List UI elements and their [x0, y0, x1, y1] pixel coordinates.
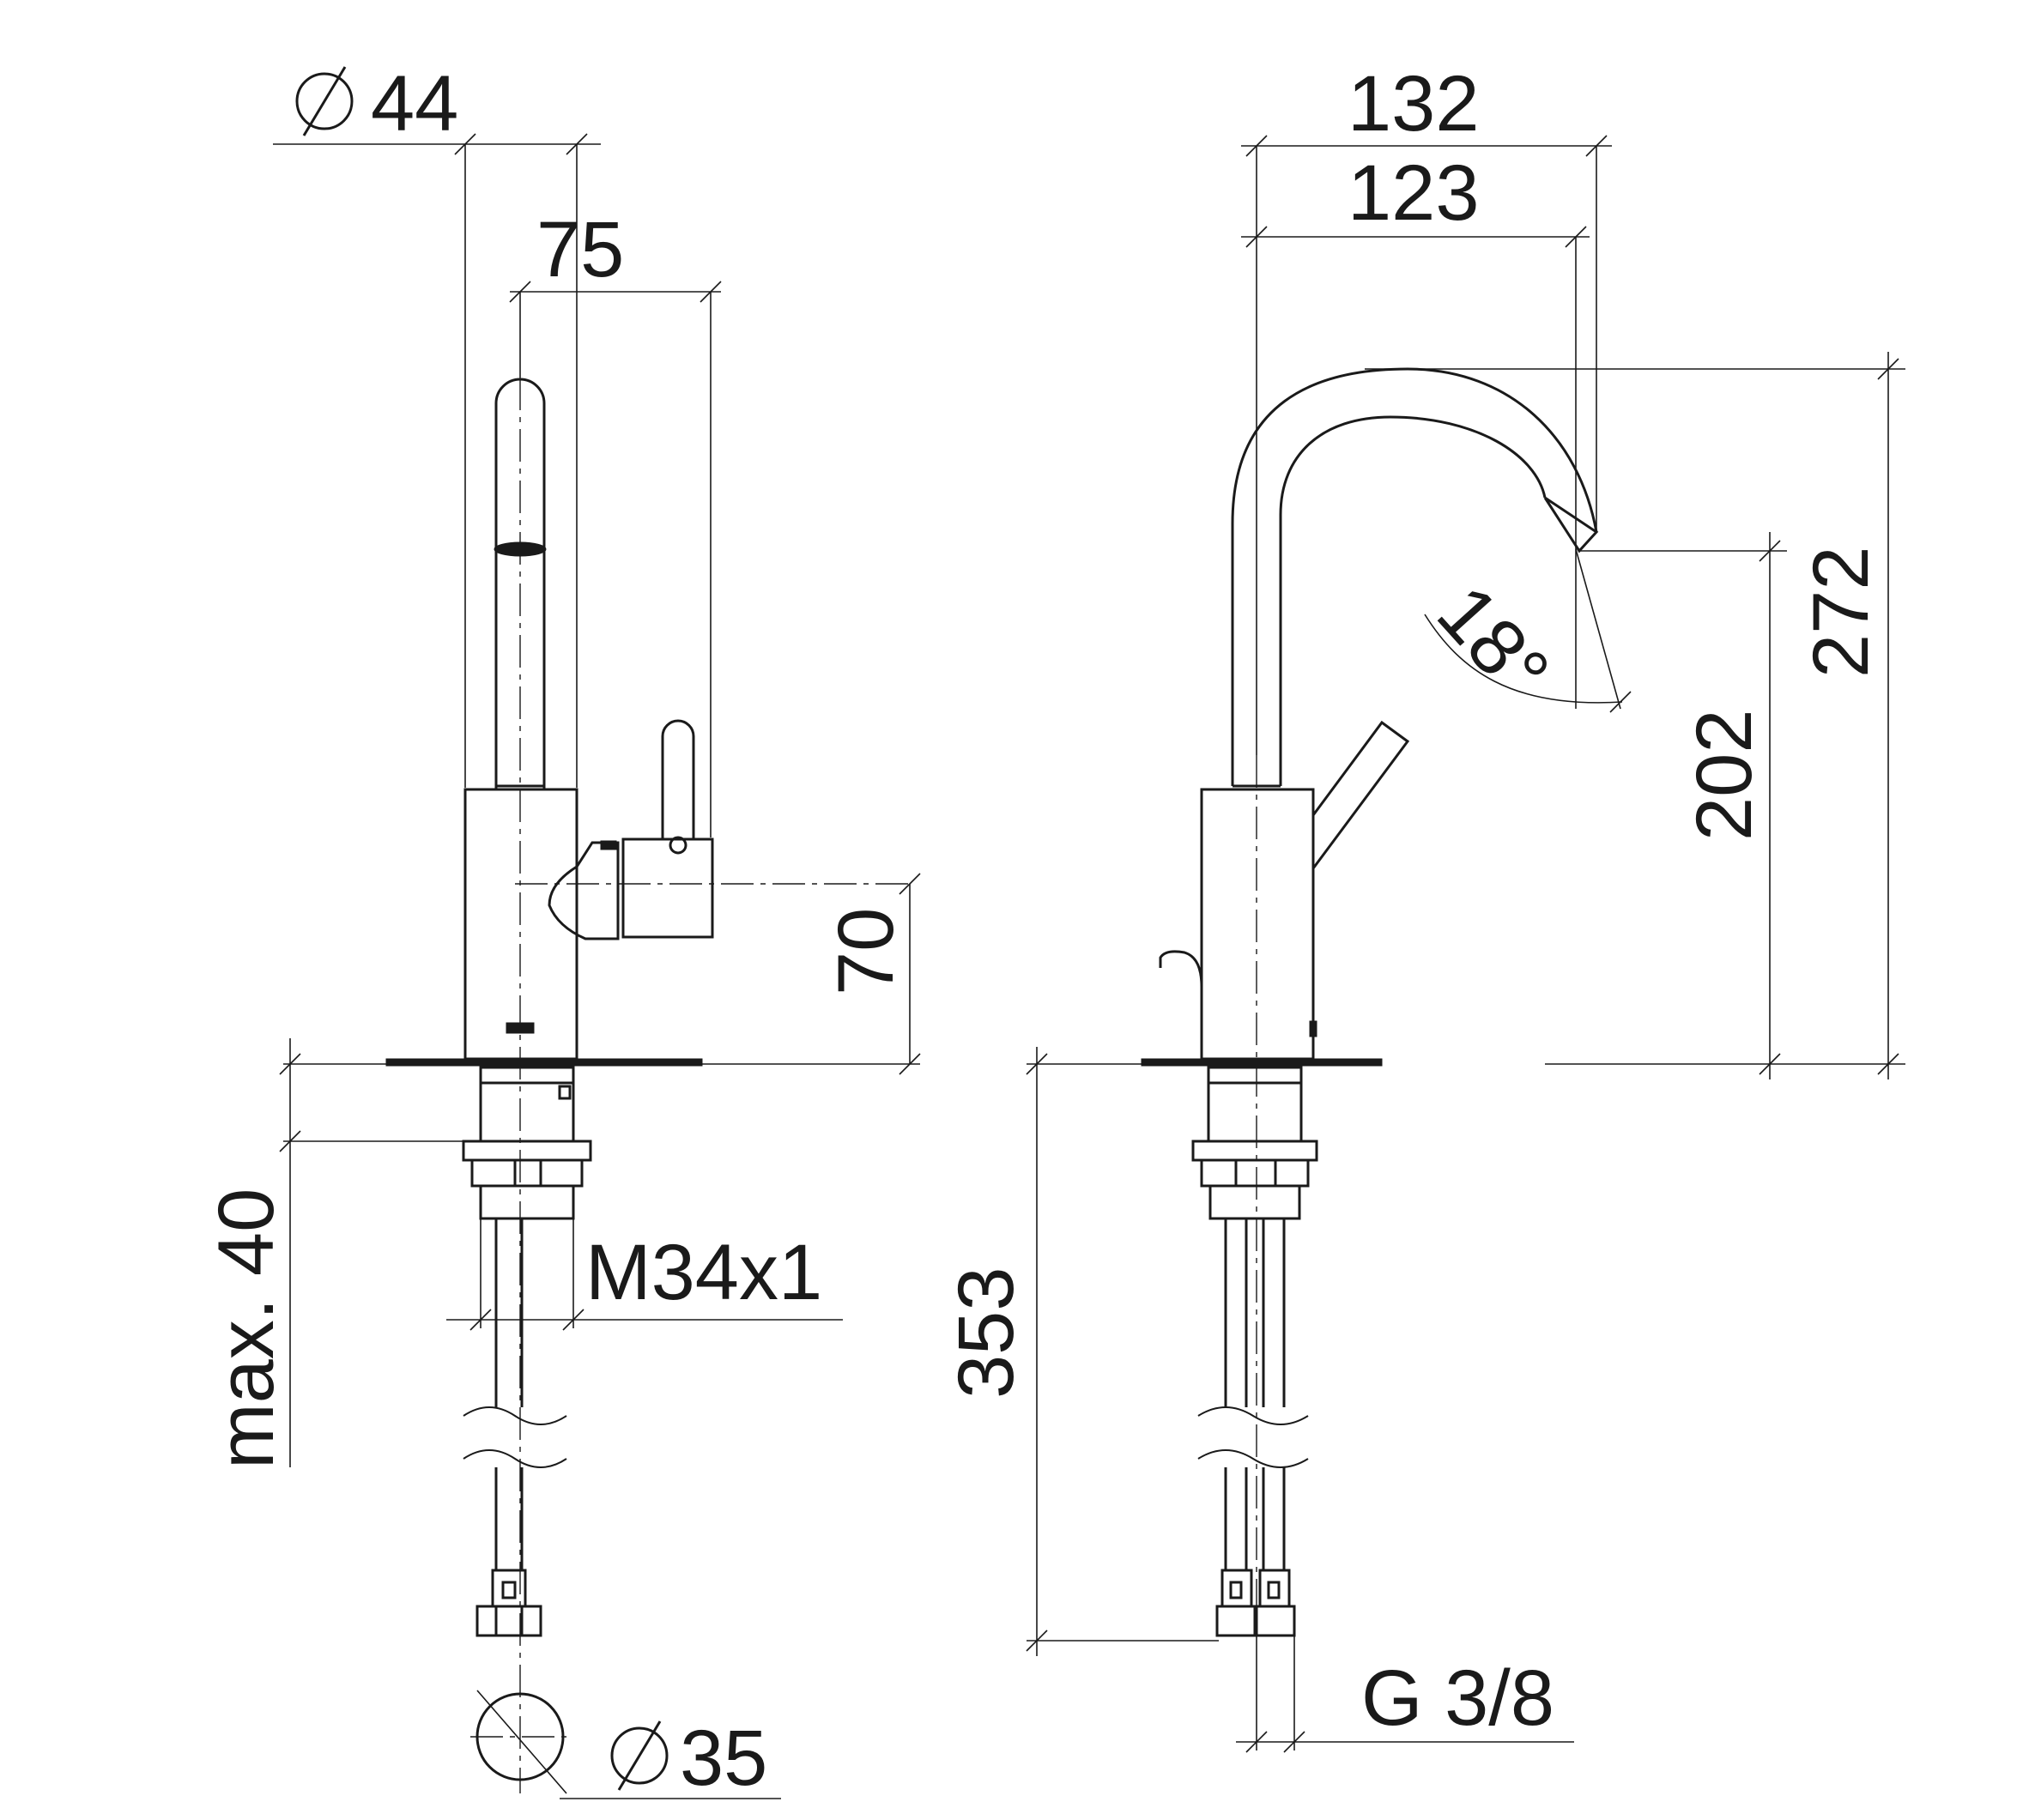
dim-diameter-35: 35	[680, 1714, 767, 1802]
dim-connection-g38: G 3/8	[1361, 1654, 1554, 1742]
side-view	[385, 378, 910, 1793]
side-dimensions: 44 75 70 max. 40 M34x1	[203, 60, 921, 1802]
side-thread	[479, 1184, 575, 1220]
front-nut	[1200, 1158, 1310, 1188]
front-spout-tip	[1543, 496, 1599, 553]
front-base-plate	[1141, 1058, 1383, 1067]
front-fitting-nut-left	[1215, 1605, 1257, 1637]
front-side-mark	[1309, 1020, 1317, 1037]
front-nut-ring	[1191, 1140, 1318, 1162]
dim-offset-75: 75	[536, 206, 624, 293]
front-body	[1200, 788, 1315, 1061]
front-fitting-left	[1220, 1569, 1253, 1608]
diameter-35-symbol-icon	[610, 1720, 669, 1791]
dim-reach-123: 123	[1348, 149, 1480, 237]
front-view	[1141, 367, 1599, 1637]
dim-max-40: max. 40	[203, 1188, 290, 1469]
dim-angle-18: 18°	[1420, 569, 1566, 717]
dim-height-272: 272	[1797, 547, 1885, 679]
dim-thread-m34x1: M34x1	[585, 1229, 822, 1316]
side-shank-ring	[479, 1066, 575, 1085]
front-shank	[1207, 1081, 1303, 1143]
side-fitting-window	[501, 1581, 517, 1599]
front-hose-left	[1224, 1218, 1248, 1570]
side-lever-handle-end	[669, 836, 687, 855]
front-dimensions: 132 123 272 202 18° 353	[942, 60, 1905, 1753]
side-body	[463, 788, 578, 1061]
dim-length-353: 353	[942, 1267, 1030, 1400]
dim-height-70: 70	[822, 908, 910, 995]
front-popup-rod	[1159, 950, 1203, 988]
side-lever-cap	[600, 840, 617, 850]
side-nut	[470, 1158, 584, 1188]
front-spout-inner	[1279, 415, 1547, 786]
side-nut-ring	[462, 1140, 592, 1162]
dim-reach-132: 132	[1348, 60, 1480, 148]
front-lever	[1311, 720, 1410, 869]
side-lever-housing	[548, 841, 620, 940]
side-shank-tab	[558, 1085, 572, 1100]
dim-diameter-44: 44	[371, 60, 458, 148]
front-fitting-right	[1258, 1569, 1291, 1608]
diameter-44-symbol-icon	[295, 66, 354, 136]
side-break-mark	[463, 1406, 567, 1468]
front-spout-outer	[1231, 367, 1598, 786]
side-hose	[494, 1218, 524, 1570]
side-fitting-nut	[475, 1605, 542, 1637]
front-hose-right	[1262, 1218, 1286, 1570]
side-base-plate	[385, 1058, 703, 1067]
front-break-mark	[1197, 1406, 1309, 1468]
side-lever-handle	[661, 719, 695, 839]
front-shank-ring	[1207, 1066, 1303, 1085]
front-fitting-nut-right	[1255, 1605, 1296, 1637]
side-lever-knob	[621, 837, 714, 939]
front-thread	[1208, 1184, 1301, 1220]
dim-height-202: 202	[1681, 710, 1768, 842]
